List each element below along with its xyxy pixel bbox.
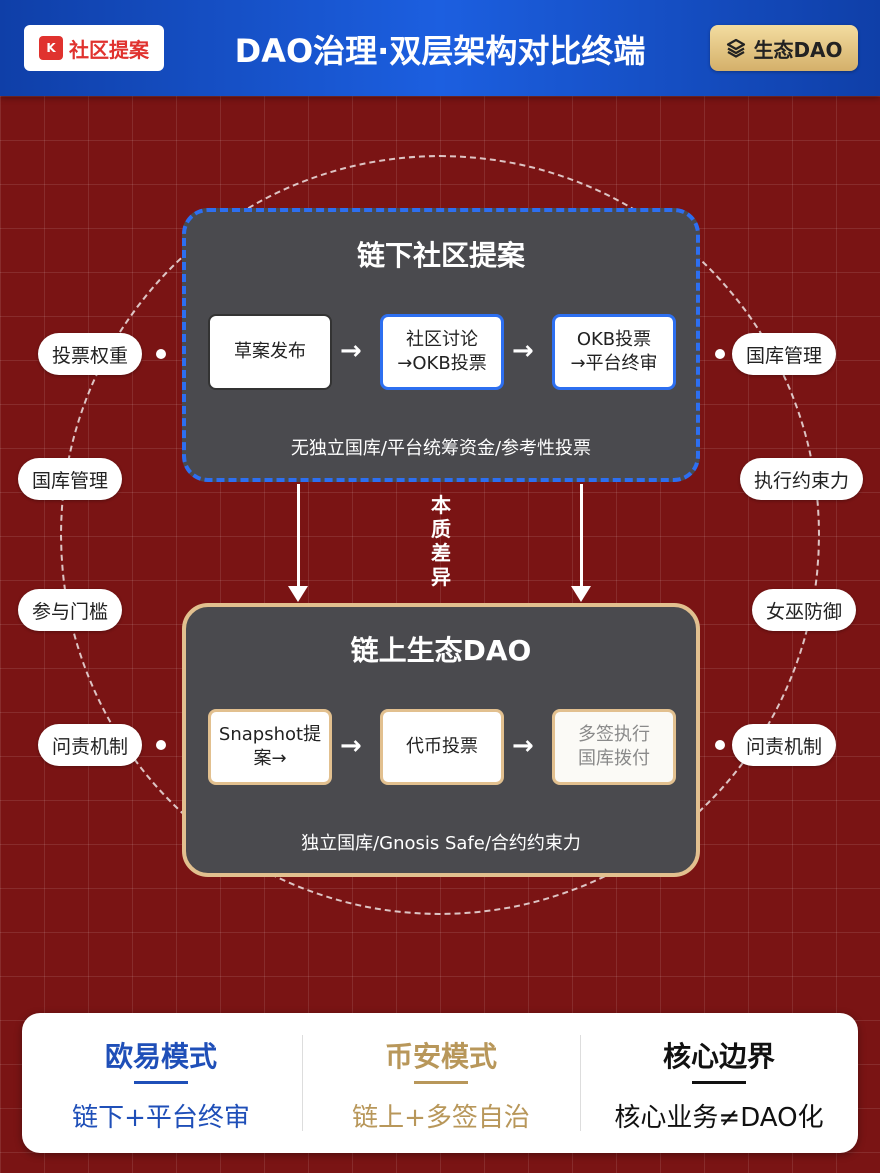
brand-logo-icon: K [39, 36, 63, 60]
step-text: 代币投票 [406, 736, 478, 757]
down-arrow-left-head [288, 586, 308, 602]
connector-dot [156, 740, 166, 750]
chip-treasury-management: 国库管理 [18, 458, 123, 500]
step-community-discussion: 社区讨论 →OKB投票 [380, 314, 504, 390]
header-bar: K 社区提案 DAO治理·双层架构对比终端 生态DAO [0, 0, 880, 96]
chip-accountability: 问责机制 [38, 724, 143, 766]
chip-treasury-management-right: 国库管理 [732, 333, 837, 375]
label-char: 差 [431, 541, 451, 565]
flow-arrow: → [340, 731, 362, 761]
eco-dao-badge[interactable]: 生态DAO [710, 25, 858, 71]
label-char: 本 [431, 493, 451, 517]
essential-difference-label: 本 质 差 异 [426, 493, 456, 589]
onchain-box-note: 独立国库/Gnosis Safe/合约约束力 [301, 833, 581, 854]
flow-arrow: → [512, 731, 534, 761]
step-text: 多签执行 [578, 724, 650, 745]
step-text: Snapshot提 [218, 724, 322, 745]
onchain-dao-box: 链上生态DAO Snapshot提案→ → 代币投票 → 多签执行国库拨付 独立… [182, 603, 700, 877]
flow-arrow: → [340, 336, 362, 366]
flow-arrow: → [512, 336, 534, 366]
core-boundary-column: 核心边界 核心业务≠DAO化 [580, 1013, 858, 1153]
column-subtitle: 链上+多签自治 [352, 1103, 530, 1133]
chip-sybil-defense: 女巫防御 [752, 589, 857, 631]
connector-dot [156, 349, 166, 359]
page-title: DAO治理·双层架构对比终端 [234, 32, 646, 70]
step-text: 草案发布 [234, 341, 306, 362]
step-text: →OKB投票 [397, 353, 487, 374]
column-divider [302, 1035, 303, 1131]
chip-voting-weight: 投票权重 [38, 333, 143, 375]
binance-mode-column: 币安模式 链上+多签自治 [302, 1013, 580, 1153]
offchain-box-title: 链下社区提案 [356, 239, 525, 272]
eco-dao-label: 生态DAO [753, 37, 843, 62]
onchain-box-title: 链上生态DAO [350, 634, 532, 667]
label-char: 异 [431, 565, 451, 589]
column-title: 欧易模式 [104, 1040, 217, 1073]
column-underline [414, 1081, 468, 1084]
layers-icon [727, 38, 746, 58]
step-text: 国库拨付 [578, 748, 650, 769]
down-arrow-right-head [571, 586, 591, 602]
chip-participation-threshold: 参与门槛 [18, 589, 123, 631]
column-title: 币安模式 [384, 1040, 497, 1073]
connector-dot [715, 740, 725, 750]
step-okb-vote: OKB投票 →平台终审 [552, 314, 676, 390]
column-title: 核心边界 [662, 1040, 775, 1073]
dashed-circle [60, 155, 820, 915]
brand-label: 社区提案 [69, 37, 149, 62]
step-multisig-execution: 多签执行国库拨付 [552, 709, 676, 785]
comparison-panel: 欧易模式 链下+平台终审 币安模式 链上+多签自治 核心边界 核心业务≠DAO化 [22, 1013, 858, 1153]
label-char: 质 [431, 517, 451, 541]
column-subtitle: 链下+平台终审 [72, 1103, 250, 1133]
chip-execution-enforcement: 执行约束力 [740, 458, 864, 500]
offchain-box-note: 无独立国库/平台统筹资金/参考性投票 [290, 438, 592, 459]
column-divider [580, 1035, 581, 1131]
step-snapshot-proposal: Snapshot提案→ [208, 709, 332, 785]
step-text: 社区讨论 [406, 329, 478, 350]
offchain-proposal-box: 链下社区提案 草案发布 → 社区讨论 →OKB投票 → OKB投票 →平台终审 无独… [182, 208, 700, 482]
down-arrow-left-line [297, 484, 300, 588]
okx-mode-column: 欧易模式 链下+平台终审 [22, 1013, 300, 1153]
down-arrow-right-line [580, 484, 583, 588]
column-underline [134, 1081, 188, 1084]
step-draft-publish: 草案发布 [208, 314, 332, 390]
connector-dot [715, 349, 725, 359]
column-subtitle: 核心业务≠DAO化 [614, 1103, 824, 1133]
step-text: 案→ [253, 748, 287, 769]
step-token-vote: 代币投票 [380, 709, 504, 785]
step-text: →平台终审 [570, 353, 658, 374]
chip-accountability-right: 问责机制 [732, 724, 837, 766]
column-underline [692, 1081, 746, 1084]
brand-badge[interactable]: K 社区提案 [24, 25, 164, 71]
step-text: OKB投票 [576, 329, 652, 350]
